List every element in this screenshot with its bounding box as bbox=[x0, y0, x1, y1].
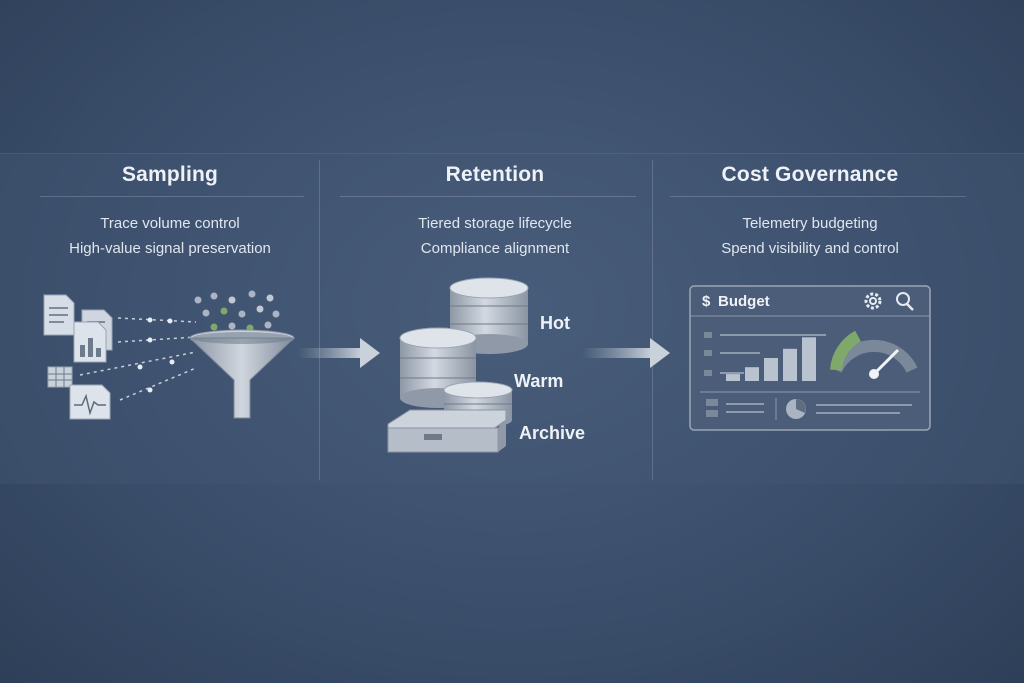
budget-bar bbox=[726, 374, 740, 381]
waveform-document-icon bbox=[69, 384, 111, 420]
title-rule bbox=[340, 196, 636, 197]
archive-storage-box bbox=[387, 409, 507, 453]
sampling-line-2: High-value signal preservation bbox=[69, 240, 271, 257]
budget-bar bbox=[783, 348, 797, 381]
budget-bar bbox=[764, 358, 778, 381]
budget-panel-title: Budget bbox=[718, 293, 770, 310]
title-rule bbox=[40, 196, 304, 197]
funnel-icon bbox=[188, 329, 296, 419]
retention-line-2: Compliance alignment bbox=[420, 240, 570, 257]
budget-bar bbox=[802, 337, 816, 381]
column-divider bbox=[652, 160, 653, 480]
gear-icon bbox=[864, 292, 882, 310]
column-divider bbox=[319, 160, 320, 480]
document-icon bbox=[43, 294, 75, 336]
title-rule bbox=[670, 196, 966, 197]
budget-bar bbox=[745, 367, 759, 381]
cost-line-2: Spend visibility and control bbox=[721, 240, 899, 257]
sampling-line-1: Trace volume control bbox=[100, 215, 240, 232]
dollar-icon: $ bbox=[702, 293, 711, 310]
arrow-right-icon bbox=[582, 338, 670, 368]
bar-chart-document-icon bbox=[73, 321, 107, 363]
tier-label-hot: Hot bbox=[540, 313, 570, 333]
retention-line-1: Tiered storage lifecycle bbox=[418, 215, 572, 232]
signal-particles bbox=[194, 290, 280, 332]
cost-governance-title: Cost Governance bbox=[721, 163, 899, 186]
pie-chart-icon bbox=[786, 399, 806, 419]
budget-dashboard-panel bbox=[689, 285, 931, 431]
cost-line-1: Telemetry budgeting bbox=[742, 215, 878, 232]
sampling-title: Sampling bbox=[121, 163, 219, 186]
flow-node-dots bbox=[137, 317, 175, 393]
search-icon bbox=[896, 292, 914, 311]
grid-icon bbox=[47, 366, 73, 388]
data-flow-lines bbox=[79, 317, 197, 401]
retention-title: Retention bbox=[445, 163, 545, 186]
tier-label-warm: Warm bbox=[514, 371, 564, 391]
gauge-icon bbox=[830, 330, 918, 379]
tier-label-archive: Archive bbox=[519, 423, 586, 443]
arrow-right-icon bbox=[298, 338, 380, 368]
